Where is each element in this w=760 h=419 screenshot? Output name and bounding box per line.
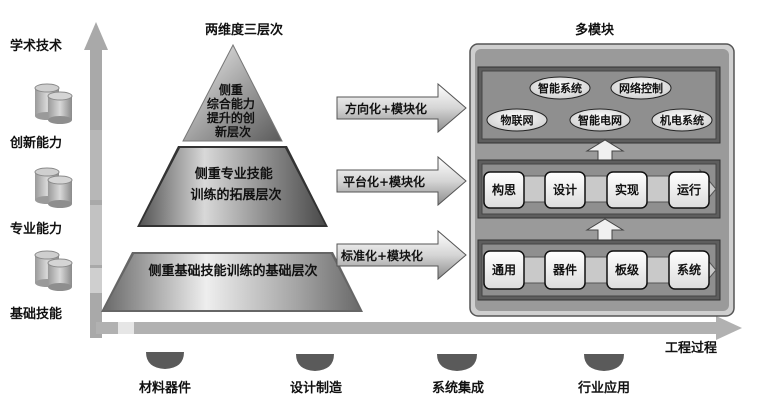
svg-text:物联网: 物联网 [501,113,534,127]
bowl-icon-3 [437,354,477,371]
module-block-top [477,66,721,144]
svg-text:智能系统: 智能系统 [538,81,582,95]
arrow-directional: 方向化+模块化 [336,82,467,134]
y-label-innovation: 创新能力 [9,135,62,151]
y-axis [84,22,108,338]
box-implement: 实现 [606,171,648,209]
x-axis-title: 工程过程 [665,340,717,356]
svg-text:实现: 实现 [615,182,639,197]
svg-text:运行: 运行 [677,182,701,197]
bowl-icon-2 [296,354,334,371]
box-system: 系统 [668,250,710,290]
svg-text:机电系统: 机电系统 [660,113,704,127]
svg-text:系统: 系统 [677,262,701,277]
svg-text:方向化+模块化: 方向化+模块化 [345,101,427,116]
bowl-icon-4 [584,354,624,371]
pyramid-header: 两维度三层次 [205,22,283,38]
pyramid-middle-text: 侧重专业技能 训练的拓展层次 [190,166,281,203]
x-axis [96,316,742,340]
oval-mechatronics: 机电系统 [651,108,713,132]
database-icon-1 [34,83,73,124]
oval-smart-system: 智能系统 [529,76,591,100]
y-label-basic: 基础技能 [9,306,62,322]
box-board: 板级 [606,250,648,290]
svg-text:板级: 板级 [615,262,639,277]
pyramid-bottom-text: 侧重基础技能训练的基础层次 [148,263,317,279]
box-device: 器件 [544,250,586,290]
pyramid-top-text: 侧重 综合能力 提升的创 新层次 [207,82,259,139]
svg-text:构思: 构思 [492,182,516,197]
y-label-academic: 学术技术 [10,38,62,54]
up-arrow-2 [585,218,625,241]
y-label-professional: 专业能力 [10,221,62,237]
oval-iot: 物联网 [486,108,548,132]
box-design: 设计 [544,171,586,209]
svg-text:器件: 器件 [552,262,577,277]
bowl-icon-1 [146,352,184,369]
x-label-design: 设计制造 [290,380,343,396]
arrow-standard: 标准化+模块化 [336,229,467,281]
x-label-materials: 材料器件 [139,380,191,396]
x-label-integration: 系统集成 [432,380,484,396]
database-icon-3 [34,250,73,291]
pyramid [101,43,363,312]
svg-text:智能电网: 智能电网 [578,113,622,127]
svg-text:通用: 通用 [492,262,516,277]
arrow-platform: 平台化+模块化 [336,155,467,207]
box-general: 通用 [483,250,525,290]
database-icon-2 [34,167,73,208]
svg-text:平台化+模块化: 平台化+模块化 [343,174,425,189]
modules-header: 多模块 [575,22,615,38]
x-label-industry: 行业应用 [577,380,630,396]
svg-text:设计: 设计 [553,182,577,197]
up-arrow-1 [585,139,625,161]
oval-network-control: 网络控制 [610,76,672,100]
box-operate: 运行 [668,171,710,209]
svg-text:标准化+模块化: 标准化+模块化 [340,248,423,263]
oval-smart-grid: 智能电网 [569,108,631,132]
svg-text:网络控制: 网络控制 [619,81,663,95]
box-concept: 构思 [483,171,525,209]
